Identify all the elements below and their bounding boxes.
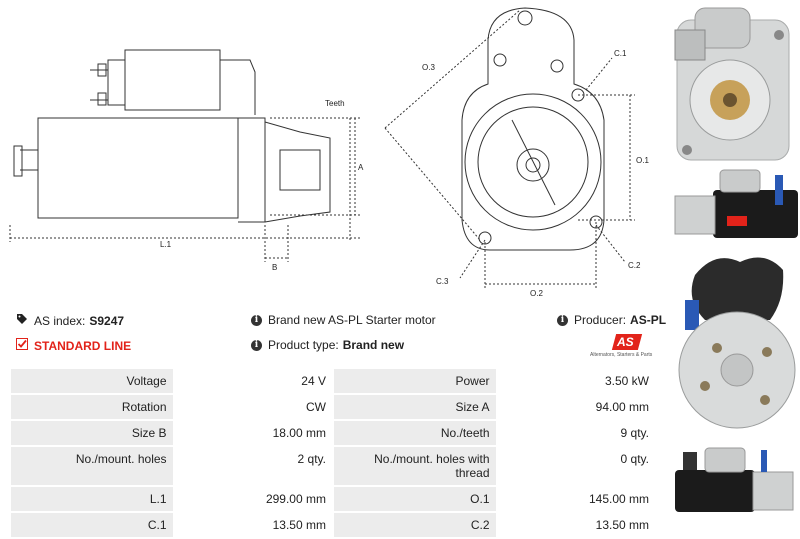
spec-label: Power	[333, 369, 496, 393]
label-l1: L.1	[160, 240, 172, 249]
photo-front-view	[674, 7, 790, 161]
label-c1: C.1	[614, 49, 627, 58]
label-o2: O.2	[530, 289, 543, 298]
logo-tagline: Alternators, Starters & Parts	[590, 352, 653, 358]
spec-label: Voltage	[11, 369, 173, 393]
spec-value: 18.00 mm	[174, 421, 332, 445]
spec-label: No./mount. holes	[11, 447, 173, 485]
spec-value: 145.00 mm	[497, 487, 655, 511]
solenoid-cap	[107, 59, 126, 106]
spec-value: 9 qty.	[497, 421, 655, 445]
flange-outline	[461, 7, 605, 251]
standard-line-row: STANDARD LINE	[16, 338, 131, 353]
producer-logo: AS Alternators, Starters & Parts	[590, 334, 660, 360]
spec-label: O.1	[333, 487, 496, 511]
product-type-value: Brand new	[342, 338, 405, 352]
spec-value: 299.00 mm	[174, 487, 332, 511]
info-icon: i	[557, 314, 568, 326]
label-o3: O.3	[422, 63, 435, 72]
housing-outer-circle	[464, 93, 602, 231]
mount-hole-c2	[589, 215, 603, 229]
mount-hole-c1	[571, 88, 585, 102]
producer-row: i Producer: AS-PL	[557, 313, 666, 327]
product-photos	[674, 7, 798, 512]
checkbox-checked-icon	[16, 338, 28, 353]
description-row: i Brand new AS-PL Starter motor	[251, 313, 436, 327]
description-text: Brand new AS-PL Starter motor	[268, 313, 436, 327]
label-teeth: Teeth	[325, 99, 345, 108]
technical-drawing: Teeth A L.1 B O.3 C.1 O.1 C.3 C.2 O.2	[9, 7, 649, 298]
spec-value: 13.50 mm	[174, 513, 332, 537]
spec-label: Size A	[333, 395, 496, 419]
spec-value: 2 qty.	[174, 447, 332, 485]
photo-side-view-2	[675, 447, 794, 512]
product-type-row: i Product type: Brand new	[251, 338, 404, 352]
standard-line-label: STANDARD LINE	[34, 338, 132, 353]
spec-label: Rotation	[11, 395, 173, 419]
spec-value: 0 qty.	[497, 447, 655, 485]
spec-label: C.2	[333, 513, 496, 537]
as-index-value: S9247	[89, 313, 125, 328]
photo-side-view	[674, 169, 798, 238]
spec-label: Size B	[11, 421, 173, 445]
spec-value: 24 V	[174, 369, 332, 393]
info-icon: i	[251, 314, 262, 326]
tag-icon	[16, 313, 28, 328]
producer-label: Producer:	[574, 313, 627, 327]
label-b: B	[272, 263, 277, 272]
spec-label: L.1	[11, 487, 173, 511]
logo-text: AS	[617, 335, 634, 349]
label-a: A	[358, 163, 364, 172]
spec-value: 94.00 mm	[497, 395, 655, 419]
label-o1: O.1	[636, 156, 649, 165]
photo-rear-view	[678, 257, 796, 429]
info-icon: i	[251, 339, 262, 351]
producer-value: AS-PL	[630, 313, 667, 327]
label-c2: C.2	[628, 261, 641, 270]
spec-label: No./mount. holes with thread	[333, 447, 496, 485]
mount-hole-c3	[478, 231, 492, 245]
spec-label: C.1	[11, 513, 173, 537]
spec-value: 3.50 kW	[497, 369, 655, 393]
spec-value: 13.50 mm	[497, 513, 655, 537]
spec-value: CW	[174, 395, 332, 419]
label-c3: C.3	[436, 277, 449, 286]
product-type-label: Product type:	[268, 338, 339, 352]
spec-label: No./teeth	[333, 421, 496, 445]
as-index-row: AS index: S9247	[16, 313, 124, 328]
as-index-label: AS index:	[34, 313, 86, 328]
solenoid-outline	[124, 49, 221, 111]
motor-body-outline	[37, 117, 239, 219]
